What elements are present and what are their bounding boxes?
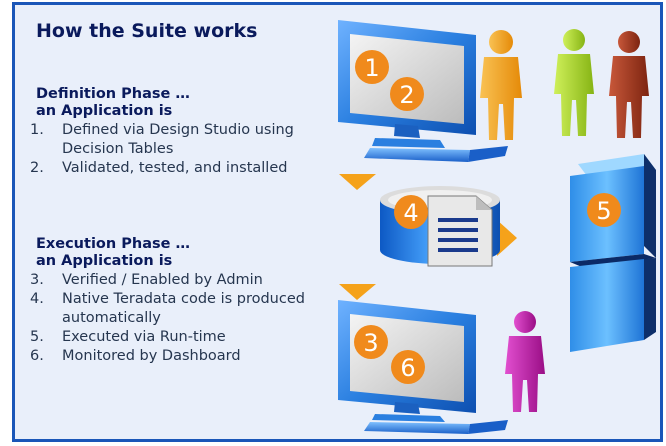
list-item-number: 6.	[30, 348, 44, 364]
person-icon	[480, 30, 522, 140]
definition-phase-heading-line2: an Application is	[36, 103, 173, 119]
execution-phase-list: 3. Verified / Enabled by Admin 4. Native…	[30, 271, 320, 366]
list-item-text: Validated, tested, and installed	[62, 160, 288, 176]
step-badge-1: 1	[355, 50, 389, 84]
slide-title: How the Suite works	[36, 20, 258, 42]
list-item-number: 4.	[30, 291, 44, 307]
person-icon	[609, 31, 649, 138]
list-item-text: Defined via Design Studio using Decision…	[62, 122, 294, 157]
execution-phase-heading: Execution Phase … an Application is	[36, 236, 190, 270]
definition-phase-list: 1. Defined via Design Studio using Decis…	[30, 121, 320, 178]
list-item: 3. Verified / Enabled by Admin	[30, 271, 320, 290]
list-item-text: Monitored by Dashboard	[62, 348, 241, 364]
list-item-text: Verified / Enabled by Admin	[62, 272, 263, 288]
list-item-number: 1.	[30, 122, 44, 138]
database-document-icon	[380, 186, 500, 267]
step-badge-3-label: 3	[363, 329, 378, 357]
step-badge-5: 5	[587, 193, 621, 227]
person-icon	[554, 29, 594, 136]
list-item-number: 2.	[30, 160, 44, 176]
arrow-down-icon	[339, 174, 376, 190]
definition-phase-heading-line1: Definition Phase …	[36, 86, 190, 102]
list-item: 2. Validated, tested, and installed	[30, 159, 320, 178]
execution-phase-heading-line2: an Application is	[36, 253, 173, 269]
step-badge-6-label: 6	[400, 354, 415, 382]
list-item: 6. Monitored by Dashboard	[30, 347, 320, 366]
arrow-right-icon	[497, 220, 517, 256]
step-badge-4: 4	[394, 195, 428, 229]
step-badge-2-label: 2	[399, 81, 414, 109]
step-badge-1-label: 1	[364, 54, 379, 82]
list-item-text: Executed via Run-time	[62, 329, 226, 345]
arrow-down-icon	[339, 284, 376, 300]
list-item-number: 5.	[30, 329, 44, 345]
list-item: 1. Defined via Design Studio using Decis…	[30, 121, 320, 159]
step-badge-3: 3	[354, 325, 388, 359]
list-item-text: Native Teradata code is produced automat…	[62, 291, 305, 326]
server-tower-icon	[570, 154, 656, 352]
step-badge-6: 6	[391, 350, 425, 384]
step-badge-5-label: 5	[596, 197, 611, 225]
step-badge-2: 2	[390, 77, 424, 111]
list-item: 5. Executed via Run-time	[30, 328, 320, 347]
content-panel	[12, 2, 663, 442]
step-badge-4-label: 4	[403, 199, 418, 227]
list-item: 4. Native Teradata code is produced auto…	[30, 290, 320, 328]
person-icon	[505, 311, 545, 412]
list-item-number: 3.	[30, 272, 44, 288]
definition-phase-heading: Definition Phase … an Application is	[36, 86, 190, 120]
execution-phase-heading-line1: Execution Phase …	[36, 236, 190, 252]
